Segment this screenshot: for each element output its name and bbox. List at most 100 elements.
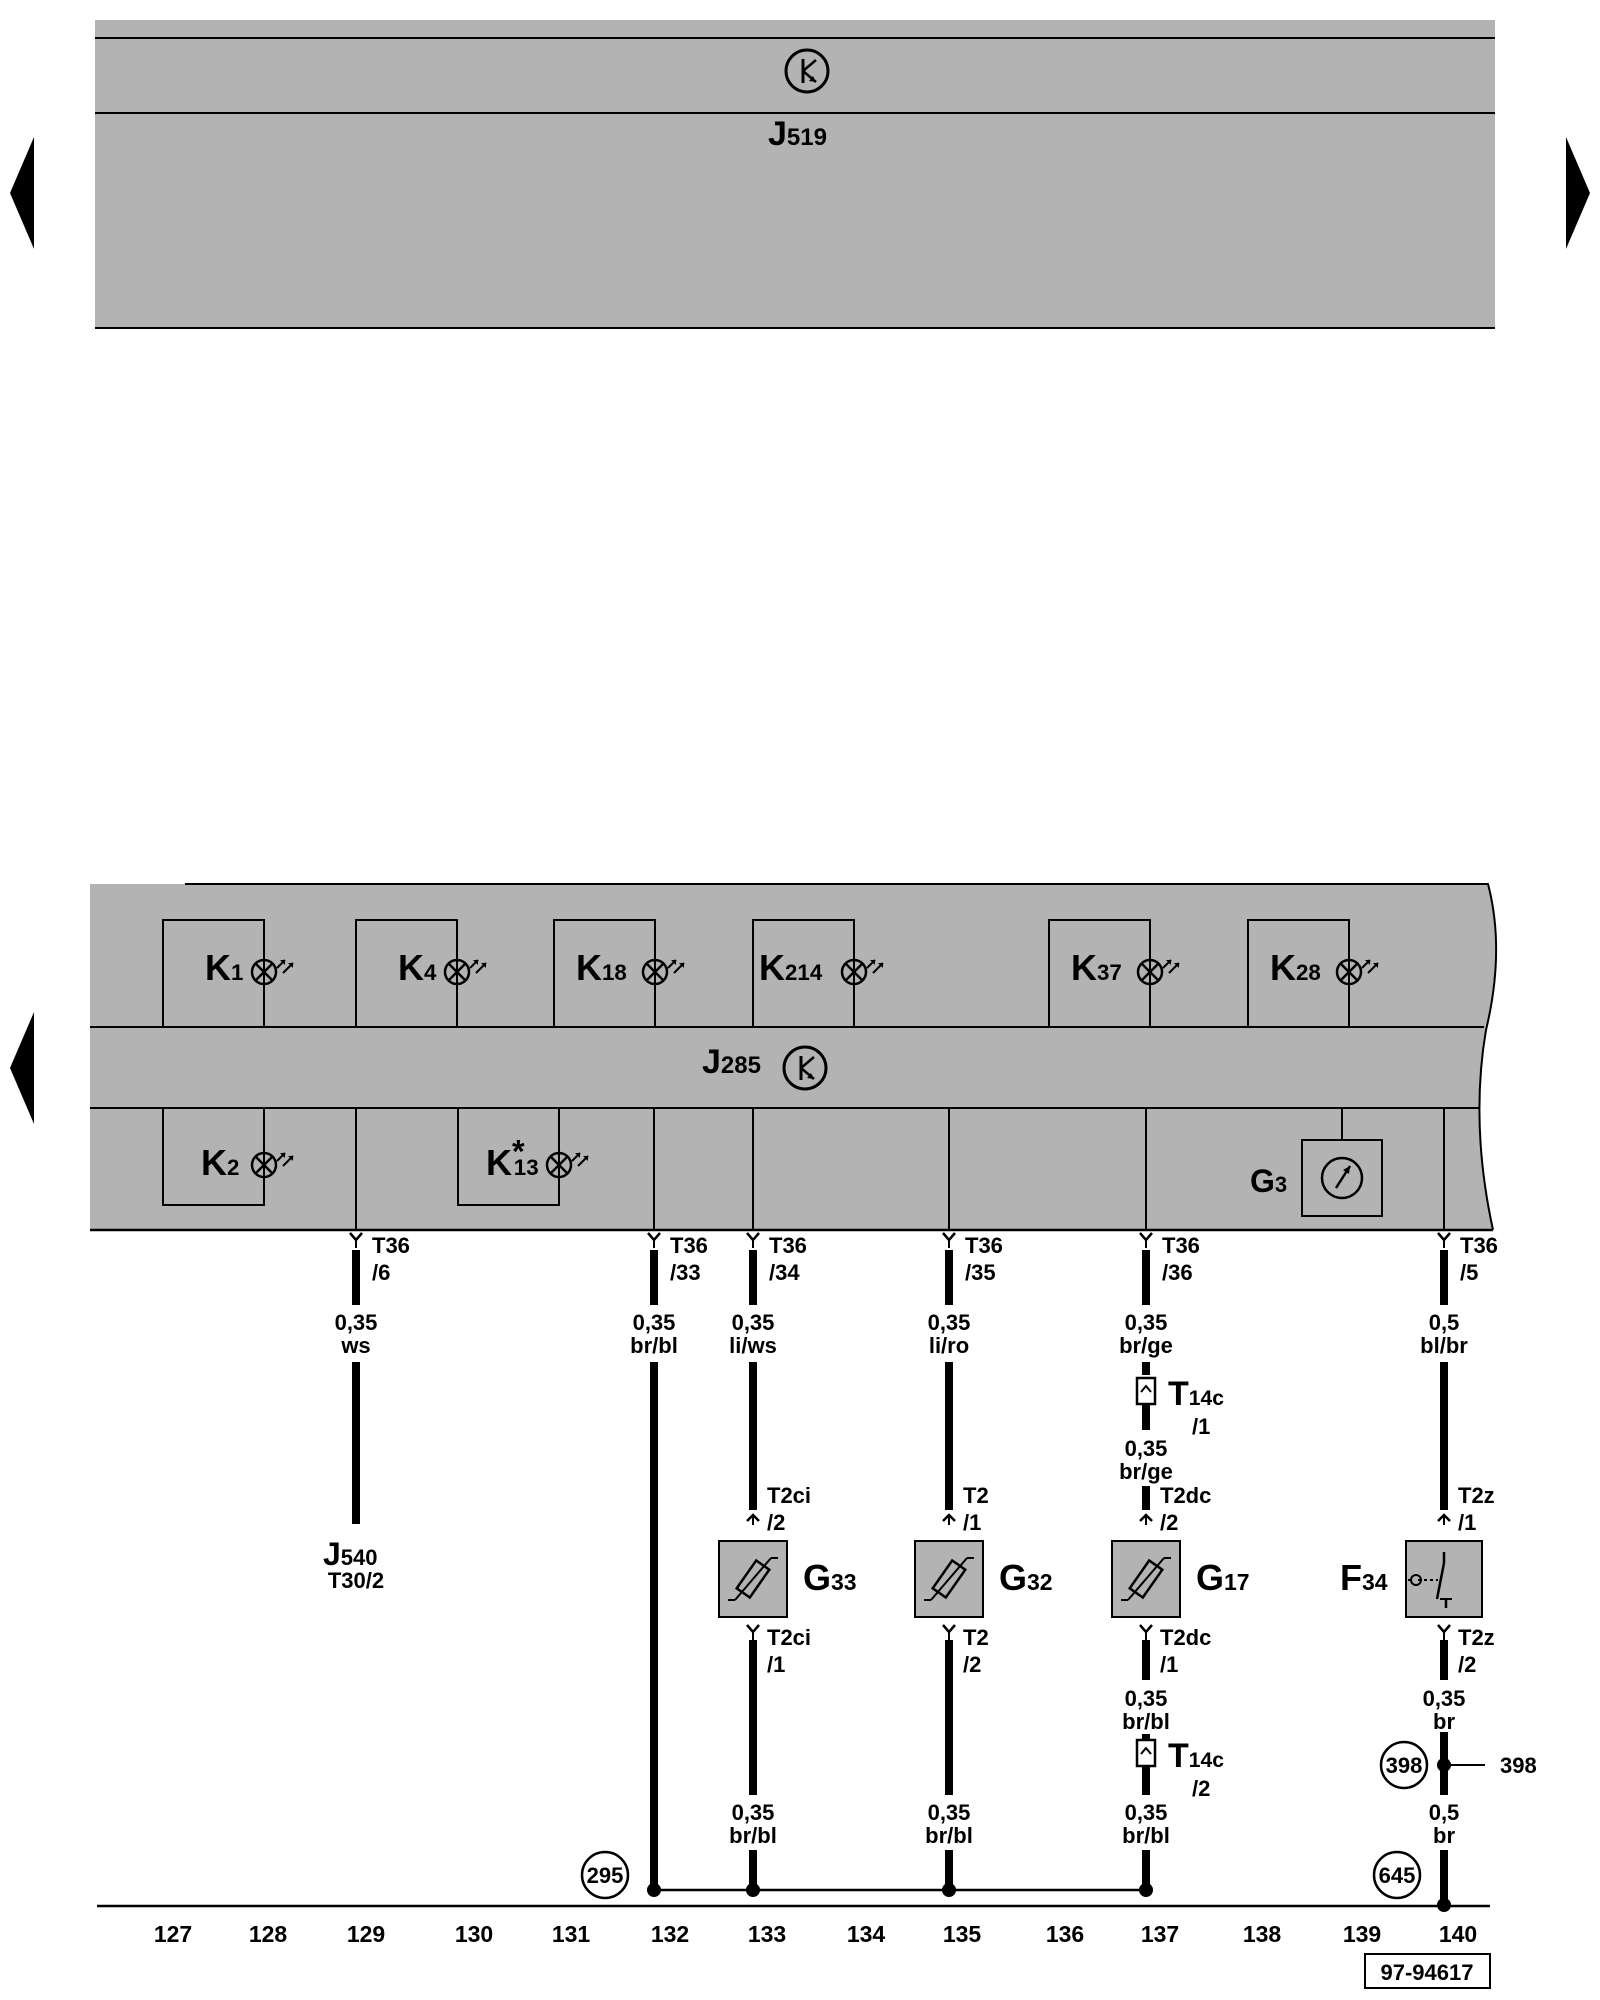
lamp-label-k214: K214 (759, 947, 823, 988)
lamp-label-k2: K2 (201, 1142, 239, 1183)
internal-wires (355, 1108, 1445, 1230)
column-number: 133 (748, 1921, 786, 1947)
connector-pin: /5 (1460, 1260, 1478, 1285)
next-page-arrow-top[interactable] (1566, 137, 1590, 249)
column-number: 130 (455, 1921, 493, 1947)
wire-color: br/bl (1122, 1823, 1170, 1848)
connector-pin: /6 (372, 1260, 390, 1285)
column-number: 139 (1343, 1921, 1381, 1947)
j519-label: J519 (768, 115, 827, 153)
j519-panel: J519 (95, 20, 1495, 329)
wire-color: br (1433, 1709, 1455, 1734)
column-number: 135 (943, 1921, 982, 1947)
prev-page-arrow-bottom[interactable] (10, 1012, 34, 1124)
j285-label: J285 (702, 1043, 761, 1081)
wire-size: 0,35 (633, 1310, 676, 1335)
column-number: 138 (1243, 1921, 1282, 1947)
lamp-label-k28: K28 (1270, 947, 1321, 988)
t14c-label: T14c (1168, 1737, 1224, 1775)
wire-color: li/ro (929, 1333, 969, 1358)
sensor-pin: /1 (767, 1652, 785, 1677)
lamp-label-k1: K1 (205, 947, 243, 988)
switch-pin: /2 (1458, 1652, 1476, 1677)
column-number: 132 (651, 1921, 689, 1947)
gauge-icon (1320, 1156, 1364, 1200)
wire-size: 0,35 (335, 1310, 378, 1335)
ref-295: 295 (580, 1850, 630, 1900)
sensor-connector: T2ci (767, 1483, 811, 1508)
column-number: 137 (1141, 1921, 1179, 1947)
wire-size: 0,35 (1125, 1310, 1168, 1335)
wire-color: br/bl (630, 1333, 678, 1358)
connector-t14c-icon (1135, 1738, 1157, 1768)
wires: T36/60,35wsT36/330,35br/blT36/340,35li/w… (323, 1231, 1498, 1906)
connector-label: T36 (372, 1233, 410, 1258)
t14c-pin: /1 (1192, 1414, 1210, 1439)
ref-398: 398 398 (1379, 1740, 1537, 1790)
wire-size: 0,35 (1125, 1686, 1168, 1711)
warning-lamps-bottom: K2 K*13 (162, 1108, 590, 1206)
j285-panel: J285 (90, 883, 1498, 1232)
wire-color: br/bl (925, 1823, 973, 1848)
gauge-g3: G3 (1250, 1108, 1383, 1217)
svg-text:398: 398 (1386, 1753, 1423, 1778)
sensor-label: G32 (999, 1557, 1053, 1598)
thermistor-icon (734, 1558, 772, 1600)
sensor-pin: /2 (963, 1652, 981, 1677)
wire-size: 0,35 (732, 1800, 775, 1825)
wire-size: 0,35 (732, 1310, 775, 1335)
thermistor-icon (930, 1558, 968, 1600)
lamp-label-k13: K*13 (486, 1133, 539, 1183)
column-number: 127 (154, 1921, 192, 1947)
wire-size: 0,35 (1125, 1436, 1168, 1461)
warning-lamps-top: K1 K4 K18 K214 K37 K28 (162, 919, 1380, 1027)
lamp-k18: K18 (553, 919, 686, 1027)
connector-t14c-icon (1135, 1376, 1157, 1406)
switch-pin: /1 (1458, 1510, 1476, 1535)
lamp-label-k37: K37 (1071, 947, 1122, 988)
wire-size: 0,5 (1429, 1800, 1460, 1825)
connector-pin: /34 (769, 1260, 800, 1285)
j540-pin: T30/2 (328, 1568, 384, 1593)
connector-label: T36 (1162, 1233, 1200, 1258)
wire-color: br/ge (1119, 1459, 1173, 1484)
connector-label: T36 (1460, 1233, 1498, 1258)
prev-page-arrow-top[interactable] (10, 137, 34, 249)
wire-color: li/ws (729, 1333, 777, 1358)
sensor-connector: T2ci (767, 1625, 811, 1650)
ref-645: 645 (1372, 1850, 1422, 1900)
switch-connector: T2z (1458, 1625, 1495, 1650)
lamp-k13: K*13 (457, 1108, 590, 1206)
sensor-connector: T2 (963, 1483, 989, 1508)
t14c-label: T14c (1168, 1375, 1224, 1413)
lamp-label-k18: K18 (576, 947, 627, 988)
sensor-connector: T2dc (1160, 1625, 1211, 1650)
lamp-k4: K4 (355, 919, 488, 1027)
svg-text:97-94617: 97-94617 (1381, 1960, 1474, 1985)
wire-color: br/ge (1119, 1333, 1173, 1358)
wire-color: br (1433, 1823, 1455, 1848)
lamp-k37: K37 (1048, 919, 1181, 1027)
column-number: 128 (249, 1921, 288, 1947)
connector-pin: /35 (965, 1260, 996, 1285)
svg-text:645: 645 (1379, 1863, 1416, 1888)
wire-color: br/bl (729, 1823, 777, 1848)
connector-label: T36 (670, 1233, 708, 1258)
column-number: 140 (1439, 1921, 1477, 1947)
wire-size: 0,35 (1125, 1800, 1168, 1825)
wire-size: 0,35 (1423, 1686, 1466, 1711)
lamp-label-k4: K4 (398, 947, 437, 988)
column-number: 134 (847, 1921, 886, 1947)
sensor-label: G33 (803, 1557, 857, 1598)
thermistor-icon (1127, 1558, 1165, 1600)
connector-label: T36 (769, 1233, 807, 1258)
sensor-pin: /1 (1160, 1652, 1178, 1677)
sensor-connector: T2 (963, 1625, 989, 1650)
svg-text:398: 398 (1500, 1753, 1537, 1778)
sensor-pin: /1 (963, 1510, 981, 1535)
wire-size: 0,35 (928, 1310, 971, 1335)
ground-bus (647, 1883, 1451, 1912)
